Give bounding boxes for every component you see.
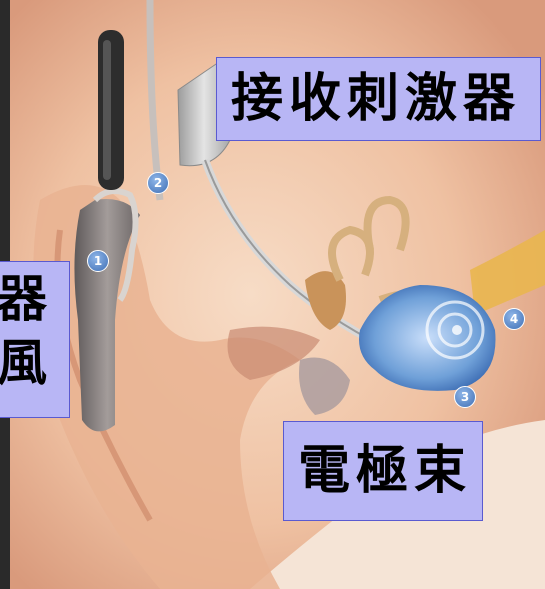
- label-electrode-array: 電極束: [283, 421, 483, 521]
- marker-badge-3: 3: [454, 386, 476, 408]
- label-receiver-stimulator: 接收刺激器: [216, 57, 541, 141]
- label-processor-microphone: 器 風: [0, 261, 70, 418]
- marker-badge-2: 2: [147, 172, 169, 194]
- cochlea-center: [452, 325, 462, 335]
- label-processor-line2: 風: [0, 338, 69, 388]
- marker-badge-4: 4: [503, 308, 525, 330]
- label-processor-line1: 器: [0, 274, 69, 324]
- transmitter-coil-highlight: [103, 40, 111, 180]
- marker-badge-1: 1: [87, 250, 109, 272]
